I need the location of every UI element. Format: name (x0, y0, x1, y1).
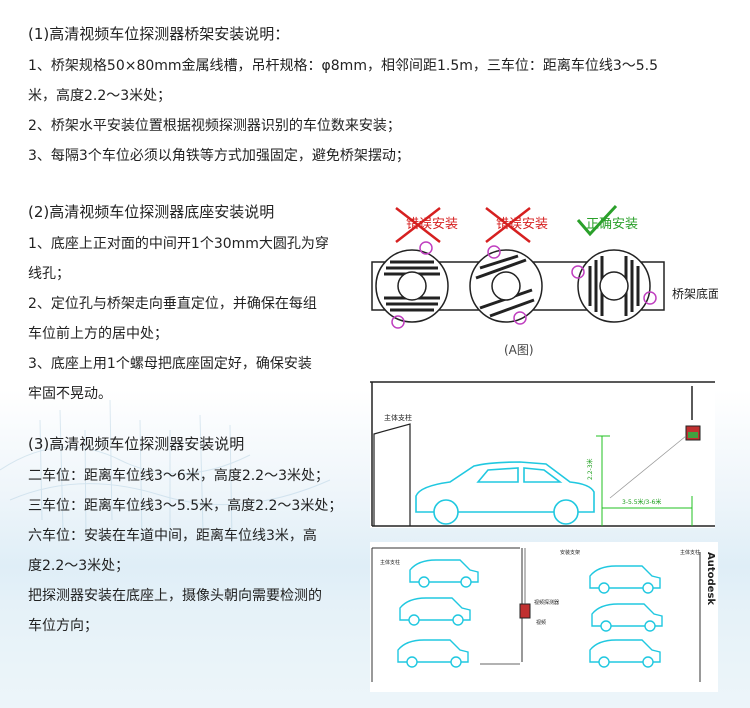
plan-label-2: 安装支架 (560, 549, 580, 556)
section1-title: (1)高清视频车位探测器桥架安装说明： (28, 25, 290, 43)
section3-line-3: 六车位：安装在车道中间，距离车位线3米，高 (28, 528, 317, 544)
plan-label-5: 主体支柱 (680, 549, 700, 556)
distance-label: 3-5.5米/3-6米 (622, 498, 661, 506)
section2-line-3: 2、定位孔与桥架走向垂直定位，并确保在每组 (28, 296, 317, 312)
section3-line-2: 三车位：距离车位线3～5.5米，高度2.2～3米处； (28, 498, 343, 514)
plan-label-4: 视频 (536, 619, 546, 626)
figure-a-bracket-base: 错误安装 错误安装 正确安装 桥架底面 (A图) (368, 198, 718, 368)
section2-line-6: 牢固不晃动。 (28, 386, 112, 402)
section1-line-2: 米，高度2.2～3米处； (28, 88, 172, 104)
section1-line-3: 2、桥架水平安装位置根据视频探测器识别的车位数来安装； (28, 118, 401, 134)
bracket-bottom-label: 桥架底面 (672, 286, 718, 301)
section2-title: (2)高清视频车位探测器底座安装说明 (28, 203, 275, 221)
height-label: 2.2-3米 (586, 458, 594, 480)
section3-line-1: 二车位：距离车位线3～6米，高度2.2～3米处； (28, 468, 329, 484)
autodesk-label: Autodesk (705, 552, 716, 605)
section2-line-2: 线孔； (28, 266, 70, 282)
plan-cars (397, 559, 663, 668)
plan-label-3: 视频探测器 (534, 599, 559, 606)
figure-c-plan-view: Autodesk 主体支柱 安装支架 视频探测器 视频 主体支柱 (370, 542, 718, 692)
figure-b-side-view: 主体支柱 2.2-3米 3-5.5米/3-6米 (370, 378, 715, 528)
figure-a-caption: (A图) (504, 343, 534, 357)
check-mark-icon (576, 204, 618, 237)
section1-line-4: 3、每隔3个车位必须以角铁等方式加强固定，避免桥架摆动； (28, 148, 410, 164)
figure-a-label-1: 错误安装 (406, 217, 458, 232)
position-hole-markers (391, 241, 657, 329)
section1-line-1: 1、桥架规格50×80mm金属线槽，吊杆规格：φ8mm，相邻间距1.5m，三车位… (28, 58, 659, 74)
wall-label: 主体支柱 (384, 413, 412, 422)
section3-line-6: 车位方向； (28, 618, 98, 634)
section2-line-1: 1、底座上正对面的中间开1个30mm大圆孔为穿 (28, 236, 329, 252)
section2-line-5: 3、底座上用1个螺母把底座固定好，确保安装 (28, 356, 312, 372)
section3-line-4: 度2.2～3米处； (28, 558, 130, 574)
section3-line-5: 把探测器安装在底座上，摄像头朝向需要检测的 (28, 588, 322, 604)
section3-title: (3)高清视频车位探测器安装说明 (28, 435, 245, 453)
figure-a-label-2: 错误安装 (496, 217, 548, 232)
plan-label-1: 主体支柱 (380, 559, 400, 566)
wrong-mark-icon (395, 207, 531, 243)
figure-a-label-3: 正确安装 (586, 217, 638, 232)
section2-line-4: 车位前上方的居中处； (28, 326, 168, 342)
plan-detector-icon (519, 603, 531, 619)
car-side-icon (415, 461, 595, 525)
